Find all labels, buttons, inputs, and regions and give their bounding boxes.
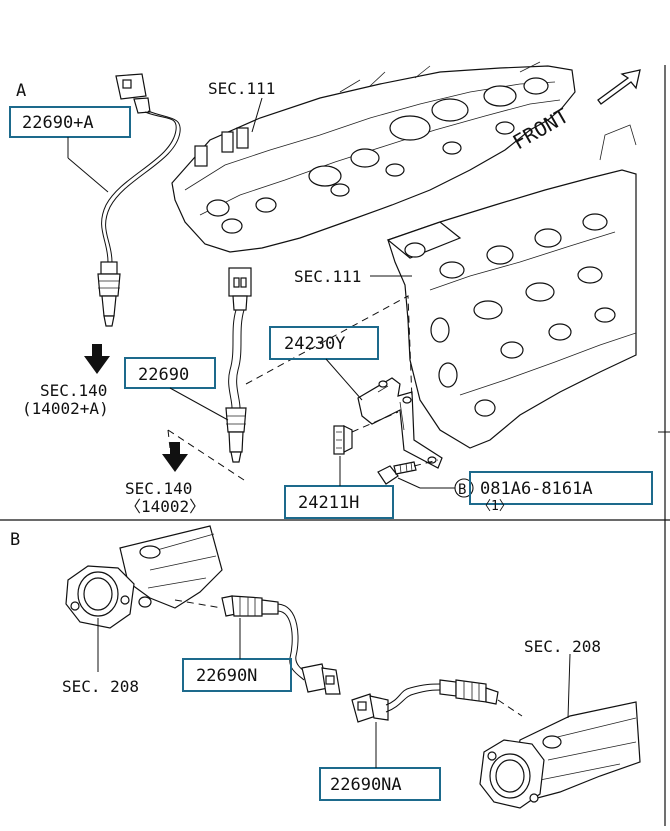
leader-bolt [397,477,421,489]
dashed-leader-bolt [413,459,439,467]
down-arrow-icon [84,344,110,374]
oxygen-sensor-22690n [221,595,341,695]
callout-box-24230y [269,326,379,360]
part-081a6-8161a: 081A6-8161A [480,479,593,499]
sec-140-ref-a-sub: (14002+A) [22,399,109,418]
leader-22690-a-2 [67,157,109,193]
oxygen-sensor-22690na [351,679,499,723]
bolt [377,461,417,485]
part-22690na: 22690NA [330,775,402,795]
leader-22690 [169,387,229,421]
dashed-leader-22690-b [167,429,171,449]
sec-208-ref-right: SEC. 208 [524,637,601,656]
leader-24230y [325,358,363,401]
sec-140-ref-b-sub: 〈14002〉 [125,497,205,516]
callout-box-22690-a [9,106,131,138]
bolt-marker: B [458,482,466,498]
front-arrow-icon [597,69,641,105]
cylinder-head-upper [171,61,576,253]
sec-111-ref-mid: SEC.111 [294,267,361,286]
exhaust-pipe-right [479,701,641,809]
sec-111-leader-top [251,97,263,133]
harness-clip [333,425,353,455]
section-a-label: A [16,81,26,101]
callout-box-22690n [182,658,292,692]
part-24230y: 24230Y [284,334,345,354]
cylinder-head-lower [386,124,637,449]
dashed-leader-bracket [245,295,413,401]
callout-box-24211h [284,485,394,519]
oxygen-sensor-upper-a [97,73,181,327]
part-22690-a: 22690+A [22,113,94,133]
sec-208-leader-right [567,653,571,719]
oxygen-sensor-upper [225,267,252,463]
sec-208-ref-left: SEC. 208 [62,677,139,696]
exhaust-pipe-left [65,525,223,629]
dashed-leader-22690n [174,599,223,609]
part-22690: 22690 [138,365,189,385]
callout-box-081a6 [469,471,653,505]
dashed-leader-22690na [497,699,523,717]
sec-140-ref-b: SEC.140 [125,479,192,498]
sec-111-ref-top: SEC.111 [208,79,275,98]
dashed-leader-22690 [167,429,245,481]
part-081a6-qty: 〈1〉 [478,499,512,514]
dashed-leader-clip [351,411,399,433]
part-24211h: 24211H [298,493,359,513]
callout-box-22690na [319,767,441,801]
b-marker-circle [454,478,474,498]
sec-140-ref-a: SEC.140 [40,381,107,400]
part-22690n: 22690N [196,666,257,686]
section-b-label: B [10,530,20,550]
down-arrow-icon-2 [162,442,188,472]
